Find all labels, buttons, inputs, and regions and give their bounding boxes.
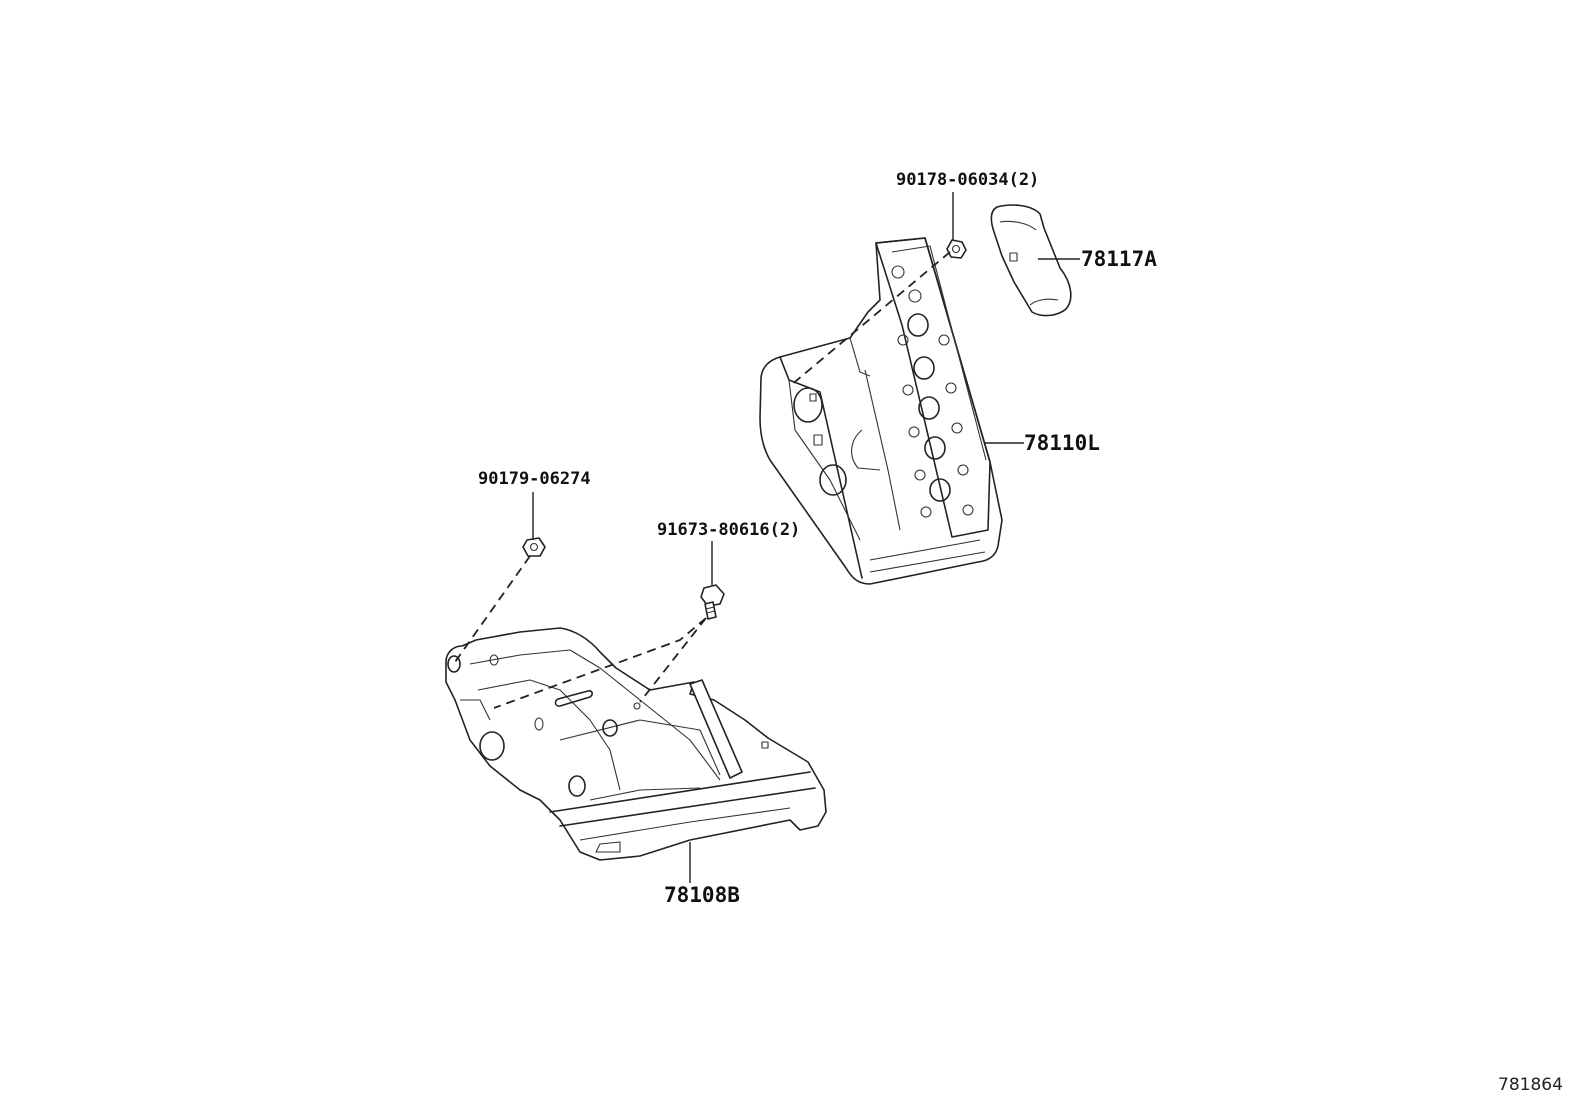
label-nut-left: 90179-06274 [478,469,591,489]
pedal-pad-78117a [990,204,1072,317]
pedal-assembly-78110l [759,237,1003,585]
bolt-91673-80616 [700,584,725,620]
label-bracket: 78108B [664,883,740,907]
nut-90179-06274 [522,537,546,557]
label-bolt: 91673-80616(2) [657,520,800,540]
install-line-bolt-a [493,617,707,709]
label-nut-top: 90178-06034(2) [896,170,1039,190]
label-pedal: 78110L [1024,431,1100,455]
diagram-reference-number: 781864 [1498,1075,1563,1095]
nut-90178-06034 [946,239,967,259]
label-pad: 78117A [1081,247,1157,271]
install-line-left-nut [454,555,531,663]
bracket-78108b [445,627,827,861]
install-line-bolt-b [639,617,707,703]
install-line-top-nut [789,251,951,387]
